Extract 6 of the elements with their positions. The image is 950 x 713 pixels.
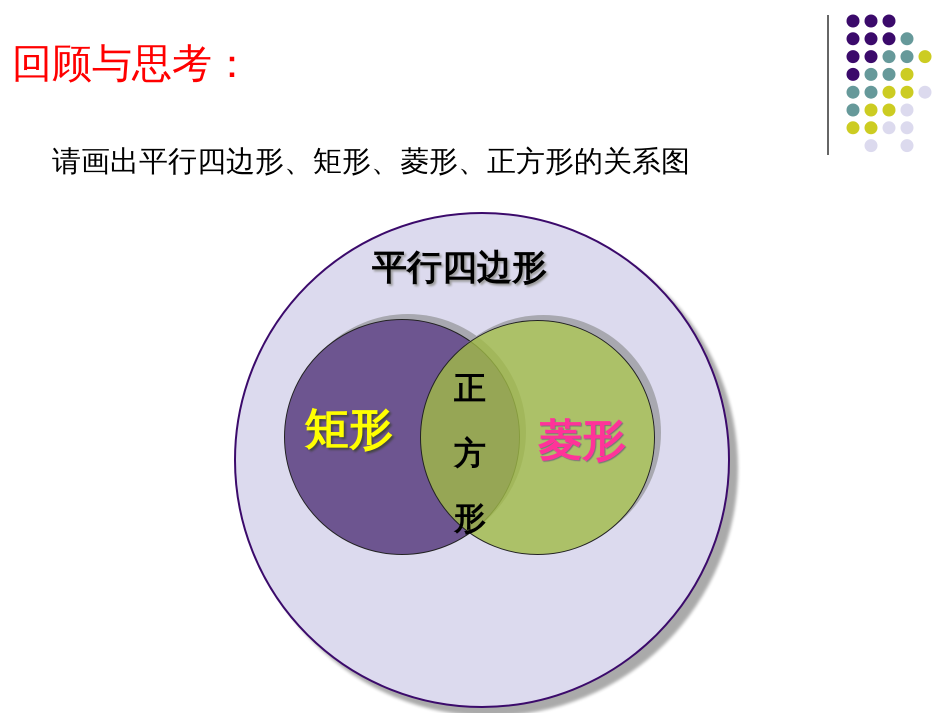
- region-label: 矩形: [305, 403, 393, 457]
- slide-title: 回顾与思考：: [12, 40, 252, 89]
- region-label: 菱形: [538, 414, 626, 468]
- instruction-text: 请画出平行四边形、矩形、菱形、正方形的关系图: [52, 143, 690, 180]
- overlap-label: 正方形: [452, 368, 487, 539]
- region-label: 平行四边形: [372, 247, 547, 290]
